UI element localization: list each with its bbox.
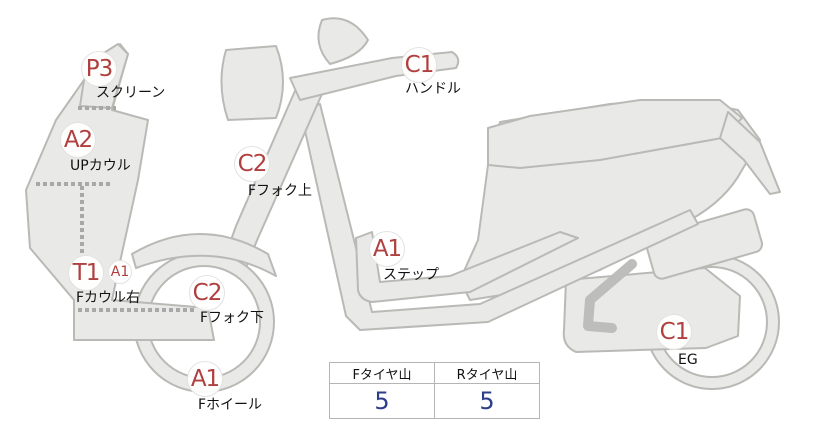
f-cowl-r-label: Fカウル右: [76, 290, 141, 306]
handle-label: ハンドル: [405, 81, 461, 97]
f-wheel-grade-badge: A1: [187, 361, 223, 397]
step-grade-badge: A1: [369, 231, 405, 267]
engine-grade-badge: C1: [656, 314, 692, 350]
fork-lower-grade-badge: C2: [189, 275, 225, 311]
screen-grade-badge: P3: [81, 51, 117, 87]
engine-label: EG: [678, 352, 698, 368]
f-wheel-label: Fホイール: [198, 397, 263, 413]
handle-grade-badge: C1: [401, 47, 437, 83]
fork-upper-grade-badge: C2: [234, 146, 270, 182]
rear-tire-value: 5: [434, 383, 540, 419]
mirror: [317, 17, 369, 65]
up-cowl-label: UPカウル: [70, 158, 131, 174]
rear-tire-header: Rタイヤ山: [434, 362, 540, 384]
front-fender: [131, 233, 277, 277]
seat: [487, 99, 743, 169]
front-tire-value: 5: [329, 383, 435, 419]
tire-tread-table: Fタイヤ山 Rタイヤ山 5 5: [329, 362, 540, 419]
swing-arm-stripe: [583, 259, 637, 333]
f-cowl-r-grade-badge: T1: [68, 255, 104, 291]
step-label: ステップ: [383, 267, 439, 283]
tire-table-value-row: 5 5: [329, 383, 540, 419]
fork-lower-label: Fフォク下: [200, 310, 265, 326]
tire-table-header-row: Fタイヤ山 Rタイヤ山: [329, 362, 540, 384]
up-cowl-grade-badge: A2: [60, 122, 96, 158]
f-cowl-r-sub-grade-badge: A1: [108, 260, 132, 284]
fork-upper-label: Fフォク上: [248, 183, 313, 199]
tail-light: [719, 111, 781, 195]
floor-frame: [299, 103, 699, 331]
step-board: [355, 231, 579, 303]
headlight: [220, 45, 284, 121]
screen-label: スクリーン: [96, 85, 166, 101]
front-tire-header: Fタイヤ山: [329, 362, 435, 384]
